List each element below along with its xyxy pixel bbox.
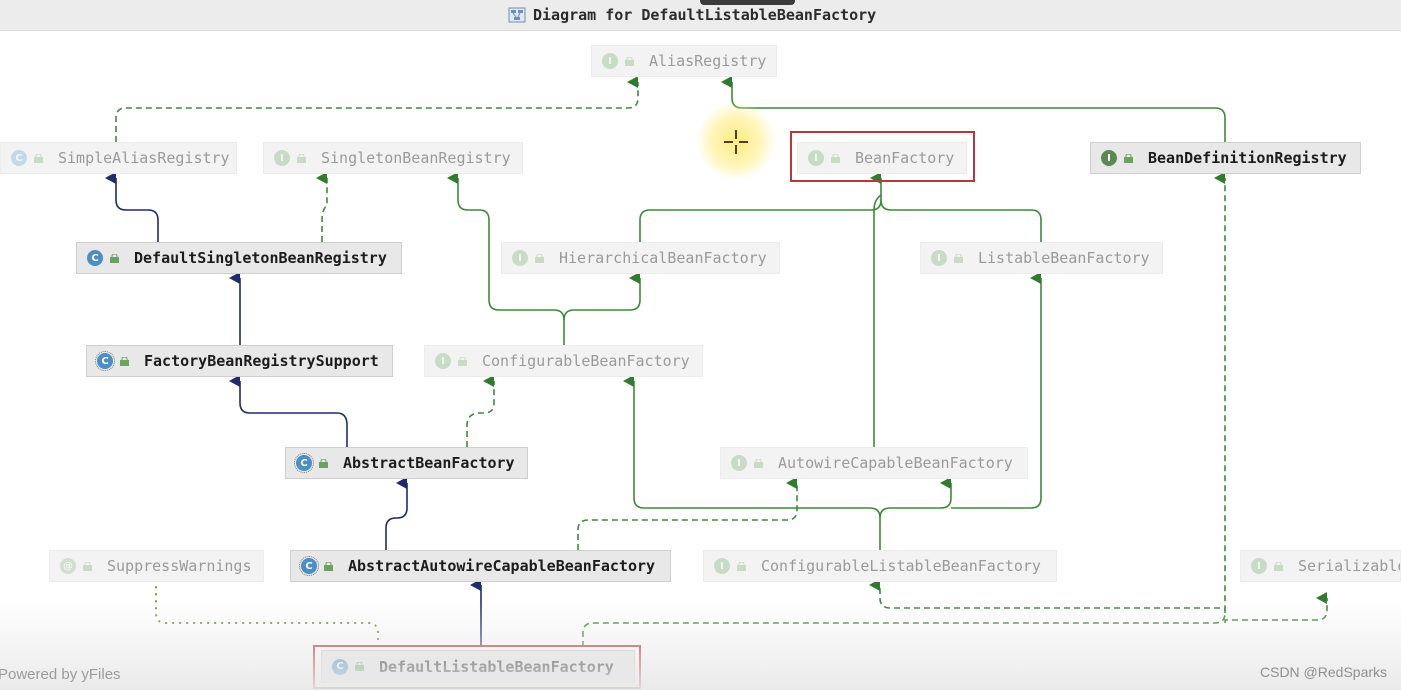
- lock-icon: [737, 561, 746, 571]
- lock-icon: [324, 561, 333, 571]
- lock-icon: [625, 56, 634, 66]
- node-hierarchical-bean-factory[interactable]: I HierarchicalBeanFactory: [501, 242, 780, 274]
- node-serializable[interactable]: I Serializable: [1240, 550, 1401, 582]
- diagram-title-bar: Diagram for DefaultListableBeanFactory: [0, 0, 1401, 31]
- lock-icon: [110, 253, 119, 263]
- interface-icon: I: [1251, 558, 1267, 574]
- edge-autowirecapable-beanfactory: [873, 194, 882, 447]
- lock-icon: [1274, 561, 1283, 571]
- diagram-title: Diagram for DefaultListableBeanFactory: [508, 5, 876, 25]
- node-bean-factory[interactable]: I BeanFactory: [797, 142, 967, 174]
- node-autowire-capable-bean-factory[interactable]: I AutowireCapableBeanFactory: [720, 447, 1028, 479]
- node-configurable-listable-bean-factory[interactable]: I ConfigurableListableBeanFactory: [703, 550, 1057, 582]
- edge-configurablebeanfactory-hierarchical: [563, 272, 641, 321]
- lock-icon: [535, 253, 544, 263]
- edge-listable-beanfactory: [880, 199, 1042, 242]
- node-listable-bean-factory[interactable]: I ListableBeanFactory: [920, 242, 1163, 274]
- node-bean-definition-registry[interactable]: I BeanDefinitionRegistry: [1090, 142, 1361, 174]
- edge-abstractbeanfactory-configurablebeanfactory: [466, 375, 495, 447]
- edge-hierarchical-beanfactory: [639, 172, 882, 242]
- lock-icon: [83, 561, 92, 571]
- edge-simplealiasregistry-aliasregistry: [115, 76, 639, 142]
- lock-icon: [831, 153, 840, 163]
- window-notch: [700, 0, 795, 5]
- edge-abstractbeanfactory-factorybeanregistrysupport: [229, 375, 348, 447]
- abstract-class-icon: C: [299, 556, 319, 576]
- node-abstract-bean-factory[interactable]: C AbstractBeanFactory: [285, 447, 528, 479]
- edge-configurablelistable-configurablebeanfactory: [623, 375, 881, 550]
- edge-abstractautowire-autowirecapable: [577, 477, 798, 550]
- edge-defaultlistable-beandefinitionregistry: [869, 579, 1226, 613]
- edge-defaultlistable-suppresswarnings: [155, 585, 379, 647]
- edge-configurablelistable-autowirecapable: [879, 477, 952, 519]
- interface-icon: I: [512, 250, 528, 266]
- lock-icon: [319, 458, 328, 468]
- edge-beandefinitionregistry-aliasregistry: [721, 76, 1226, 142]
- node-alias-registry[interactable]: I AliasRegistry: [591, 45, 777, 77]
- interface-icon: I: [1101, 150, 1117, 166]
- edge-defaultlistable-serializable: [1224, 592, 1328, 623]
- edge-abstractautowire-abstractbeanfactory: [385, 477, 408, 550]
- lock-icon: [754, 458, 763, 468]
- watermark: CSDN @RedSparks: [1260, 664, 1388, 680]
- diagram-title-text: Diagram for DefaultListableBeanFactory: [533, 6, 877, 24]
- cursor-highlight: [697, 102, 775, 180]
- lock-icon: [297, 153, 306, 163]
- powered-by-label: Powered by yFiles: [0, 666, 121, 683]
- node-suppress-warnings[interactable]: @ SuppressWarnings: [49, 550, 264, 582]
- edge-defaultsingleton-singletonregistry: [316, 172, 328, 242]
- class-icon: C: [332, 658, 348, 675]
- node-factory-bean-registry-support[interactable]: C FactoryBeanRegistrySupport: [86, 345, 393, 377]
- abstract-class-icon: C: [95, 351, 115, 371]
- edge-configurablebeanfactory-singletonregistry: [447, 172, 565, 345]
- uml-diagram-icon: [508, 7, 526, 23]
- lock-icon: [1124, 153, 1133, 163]
- edge-defaultsingleton-simplealias: [105, 172, 159, 242]
- class-icon: C: [87, 250, 103, 266]
- node-singleton-bean-registry[interactable]: I SingletonBeanRegistry: [263, 142, 523, 174]
- class-icon: C: [11, 150, 27, 166]
- lock-icon: [355, 662, 364, 671]
- abstract-class-icon: C: [294, 453, 314, 473]
- node-simple-alias-registry[interactable]: C SimpleAliasRegistry: [0, 142, 237, 174]
- lock-icon: [120, 356, 129, 366]
- node-configurable-bean-factory[interactable]: I ConfigurableBeanFactory: [424, 345, 703, 377]
- node-abstract-autowire-capable-bean-factory[interactable]: C AbstractAutowireCapableBeanFactory: [290, 550, 671, 582]
- node-default-listable-bean-factory[interactable]: C DefaultListableBeanFactory: [321, 650, 635, 683]
- node-default-singleton-bean-registry[interactable]: C DefaultSingletonBeanRegistry: [76, 242, 402, 274]
- lock-icon: [34, 153, 43, 163]
- interface-icon: I: [808, 150, 824, 166]
- interface-icon: I: [602, 53, 618, 69]
- annotation-icon: @: [60, 558, 76, 574]
- lock-icon: [458, 356, 467, 366]
- interface-icon: I: [274, 150, 290, 166]
- crosshair-cursor-icon: [724, 130, 748, 154]
- edge-configurablelistable-listable: [951, 272, 1042, 509]
- interface-icon: I: [731, 455, 747, 471]
- lock-icon: [954, 253, 963, 263]
- interface-icon: I: [931, 250, 947, 266]
- interface-icon: I: [435, 353, 451, 369]
- interface-icon: I: [714, 558, 730, 574]
